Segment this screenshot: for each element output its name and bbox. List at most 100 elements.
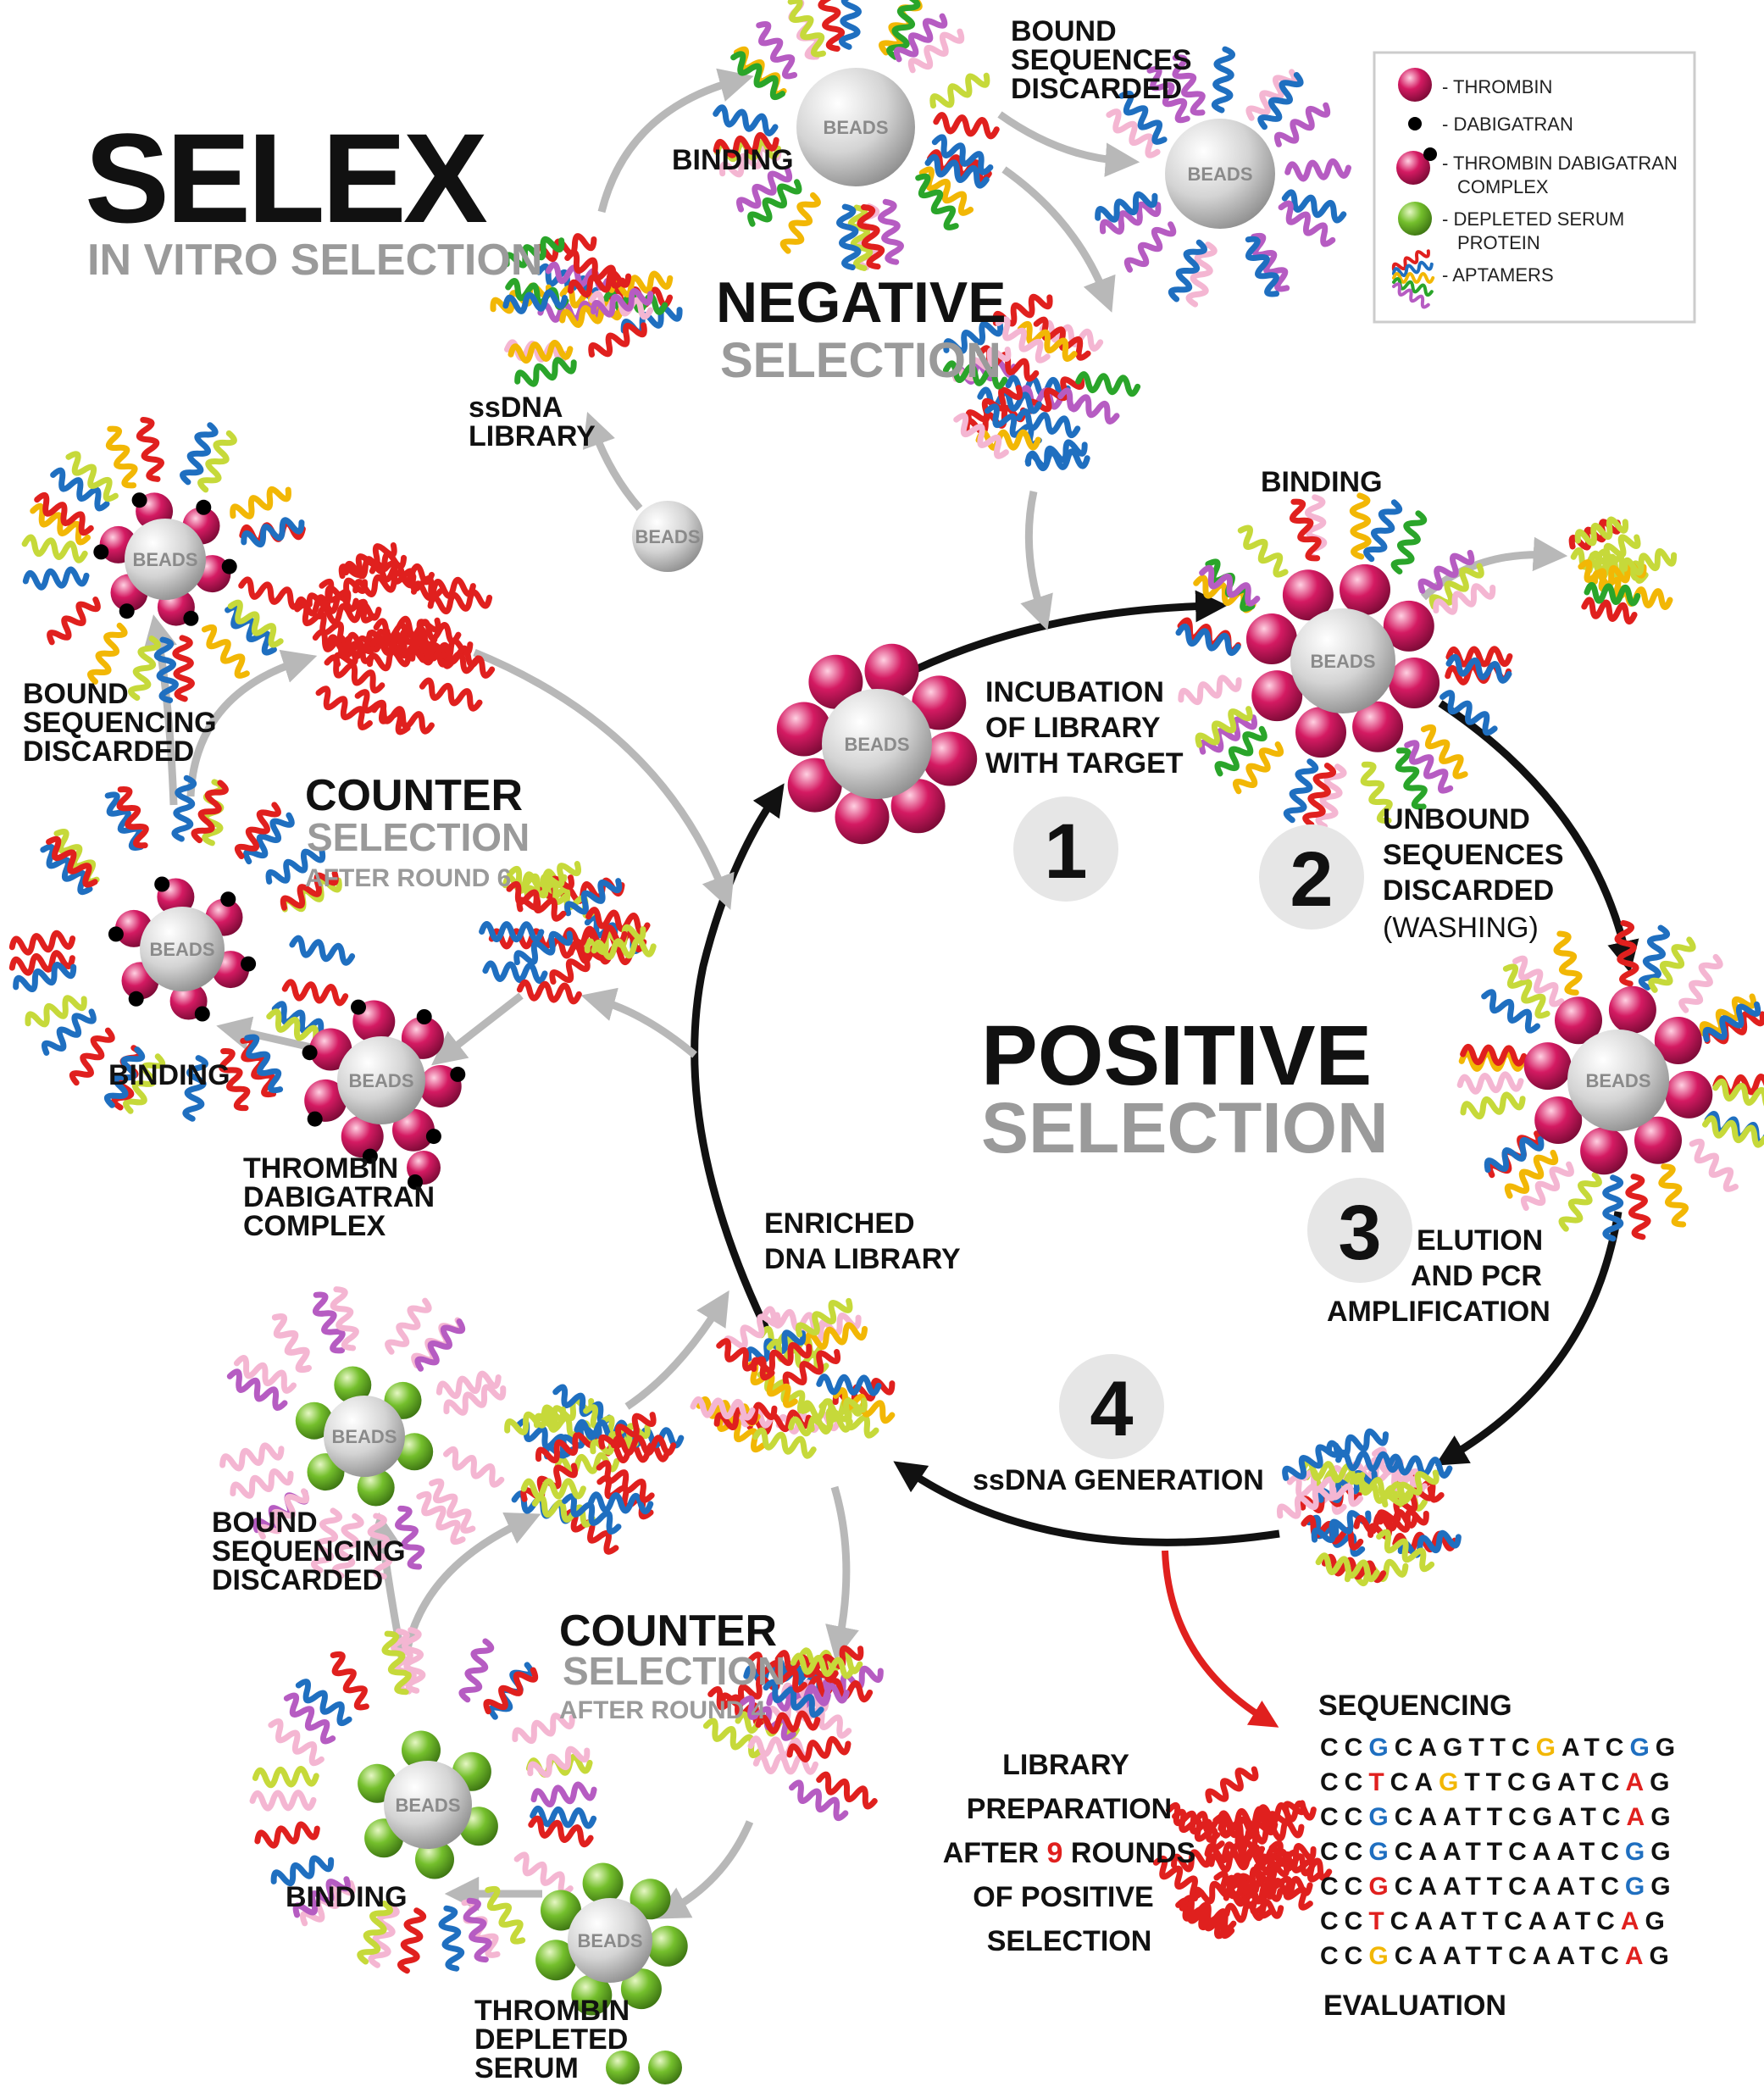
counter6-discard-strands-strand xyxy=(136,416,164,482)
negative-discard-strands-strand xyxy=(1095,191,1158,223)
step-badge-1: 1 xyxy=(1013,796,1118,902)
library-prep-cluster-strand xyxy=(1172,1808,1225,1851)
negative-discard-strands-strand xyxy=(1278,200,1336,247)
sequence-segment: G xyxy=(1656,1734,1681,1762)
counter6-library-cluster-strand xyxy=(419,677,483,712)
counter6-target-complex-protein xyxy=(392,1108,435,1152)
positive-step1-thrombin-protein xyxy=(890,779,946,834)
positive-wash-strands-strand xyxy=(1456,1071,1524,1095)
counter6-target-complex-dabigatran xyxy=(351,999,366,1015)
counter6-binding-strands-strand xyxy=(265,847,326,885)
counter6-discard-complex-dabigatran xyxy=(131,492,147,508)
enriched-label-1: ENRICHED xyxy=(764,1207,915,1240)
positive-binding-bead-label: BEADS xyxy=(1310,651,1375,672)
counter4-discard-bead-label: BEADS xyxy=(331,1426,397,1447)
positive-step1-thrombin-protein xyxy=(912,675,967,730)
counter4-discard-strands-strand xyxy=(219,1442,285,1472)
positive-binding-strands-strand xyxy=(1302,763,1337,828)
counter6-binding-strands-strand xyxy=(242,812,295,865)
negative-bound-label-1: BOUND xyxy=(1011,15,1117,47)
counter4-library-cluster-strand xyxy=(563,1507,619,1555)
positive-binding-strands-strand xyxy=(1395,747,1428,810)
positive-binding-thrombin-protein xyxy=(1251,670,1303,722)
counter4-discard-strands-strand xyxy=(226,1368,288,1411)
sequence-segment: A xyxy=(1621,1907,1645,1935)
counter4-discard-strands-strand xyxy=(257,1488,310,1540)
positive-binding-strands-strand xyxy=(1360,761,1393,824)
sequence-segment: TTCGATC xyxy=(1464,1768,1625,1796)
library-preparation-label: LIBRARY PREPARATION AFTER 9 ROUNDS OF PO… xyxy=(943,1749,1196,1957)
positive-amplified-cluster-strand xyxy=(1387,1453,1453,1479)
negative-discard-strands-strand xyxy=(1245,69,1298,121)
positive-binding-thrombin-protein xyxy=(1282,569,1334,621)
negative-bound-label-2: SEQUENCES xyxy=(1011,44,1192,76)
arrow-step1-to-binding xyxy=(896,590,1228,682)
libprep-line-2: PREPARATION xyxy=(967,1793,1172,1825)
counter4-binding-strands-strand xyxy=(254,1821,320,1849)
positive-binding-bead-core xyxy=(1290,608,1395,713)
counter6-library-cluster-strand xyxy=(315,685,373,731)
counter4-title: COUNTER xyxy=(559,1607,777,1656)
step1-text-2: OF LIBRARY xyxy=(985,712,1161,744)
library-prep-cluster-strand xyxy=(1205,1766,1259,1804)
library-prep-cluster-strand xyxy=(1256,1800,1317,1825)
positive-amplified-cluster-strand xyxy=(1367,1508,1429,1540)
counter4-binding-strands-strand xyxy=(528,1815,594,1848)
libprep-round-count: 9 xyxy=(1047,1837,1063,1869)
counter4-unbound-cluster-strand xyxy=(752,1752,818,1775)
negative-discard-strands-strand xyxy=(1284,158,1352,182)
sequence-row: CCTCAATTCAATCAG xyxy=(1320,1907,1671,1935)
counter4-binding-strands-strand xyxy=(527,1746,591,1778)
step3-text-3: AMPLIFICATION xyxy=(1327,1296,1550,1328)
positive-wash-strands-strand xyxy=(1658,1163,1689,1228)
positive-binding-strands-strand xyxy=(1199,564,1261,607)
step2-text-1: UNBOUND xyxy=(1383,803,1530,835)
counter4-discard-serum-protein xyxy=(334,1366,372,1404)
positive-wash-bead: BEADS xyxy=(1567,1030,1669,1131)
counter6-unbound-cluster-strand xyxy=(563,878,623,917)
sequence-segment: G xyxy=(1368,1803,1394,1831)
negative-binding-bead: BEADS xyxy=(796,68,915,186)
step1-text-1: INCUBATION xyxy=(985,676,1164,708)
library-prep-cluster-strand xyxy=(1179,1895,1237,1932)
negative-unbound-cluster-strand xyxy=(1017,320,1078,362)
negative-binding-strands-strand xyxy=(893,13,948,63)
negative-discard-strands-strand xyxy=(1168,239,1207,302)
negative-unbound-cluster-strand xyxy=(943,320,1004,354)
counter6-binding-strands-strand xyxy=(25,995,87,1028)
enriched-library-cluster-strand xyxy=(803,1322,868,1350)
counter4-serum-2: DEPLETED xyxy=(474,2023,628,2056)
counter6-library-cluster-strand xyxy=(354,689,411,735)
counter6-target-complex-dabigatran xyxy=(362,1148,378,1164)
libprep-line-3-post: ROUNDS xyxy=(1062,1837,1195,1869)
counter6-binding-bead: BEADS xyxy=(140,907,225,991)
libprep-line-5: SELECTION xyxy=(987,1925,1152,1957)
negative-binding-bead-core xyxy=(796,68,915,186)
counter6-binding-complex-dabigatran xyxy=(241,956,257,972)
counter4-binding-bead-core xyxy=(384,1761,472,1849)
positive-binding-strands-strand xyxy=(1237,524,1289,578)
aptamer-icon-strand xyxy=(1392,282,1430,309)
negative-binding-strands-strand xyxy=(929,72,990,109)
sequence-segment: G xyxy=(1368,1873,1394,1901)
sequencing-title: SEQUENCING xyxy=(1318,1690,1512,1722)
step-badge-3-circle xyxy=(1307,1178,1412,1283)
negative-start-bead-core xyxy=(632,501,703,572)
positive-title: POSITIVE xyxy=(981,1008,1372,1103)
counter6-unbound-cluster-strand xyxy=(507,865,569,905)
counter6-binding-complex-dabigatran xyxy=(108,926,124,942)
counter6-binding-strands-strand xyxy=(171,774,197,842)
counter4-discard-strands-strand xyxy=(233,1355,297,1394)
aptamer-icon xyxy=(1391,249,1435,309)
positive-binding-strands-strand xyxy=(1417,549,1475,594)
enriched-library-cluster-strand xyxy=(752,1427,817,1459)
positive-binding-strands-strand xyxy=(1363,499,1403,563)
counter4-target-serum-protein xyxy=(620,1968,662,2010)
positive-wash-thrombin-protein xyxy=(1665,1070,1713,1118)
counter4-discard-strands-strand xyxy=(416,1490,466,1546)
counter6-unbound-cluster xyxy=(479,861,657,1005)
sequence-segment: G xyxy=(1625,1873,1650,1901)
counter6-binding-complex-dabigatran xyxy=(220,891,236,907)
positive-binding-thrombin-protein xyxy=(1295,707,1346,758)
positive-wash-strands-strand xyxy=(1512,955,1565,1007)
